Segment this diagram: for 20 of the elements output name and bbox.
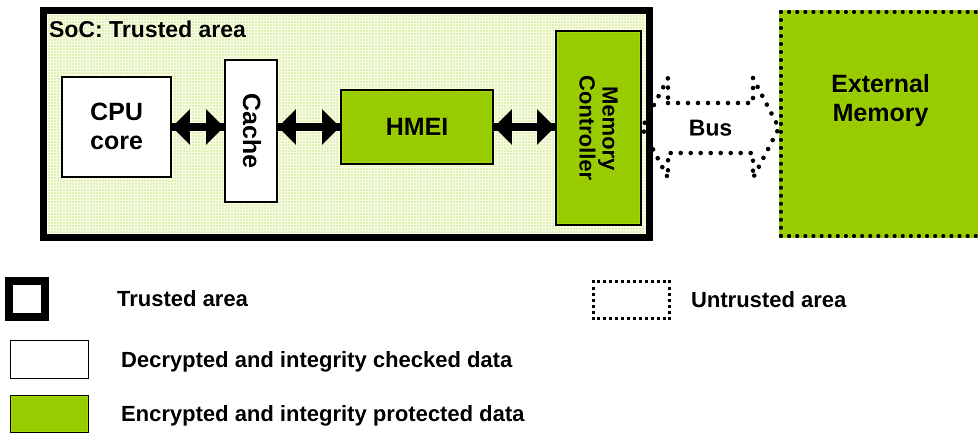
node-label: External Memory [830, 70, 931, 128]
double-arrow [172, 109, 224, 145]
legend-label: Encrypted and integrity protected data [121, 401, 524, 427]
legend-label: Decrypted and integrity checked data [121, 346, 512, 372]
node-label: Memory Controller [575, 74, 622, 183]
node-label: CPU core [89, 98, 144, 156]
double-arrow [494, 109, 555, 145]
trusted-area-region [40, 7, 653, 241]
node-label: Cache [238, 93, 264, 169]
component-box [555, 30, 642, 226]
double-arrow [278, 109, 340, 145]
component-box [340, 89, 494, 165]
region-title: SoC: Trusted area [49, 16, 246, 43]
node-label: HMEI [386, 112, 448, 142]
bus-arrow [639, 76, 782, 180]
component-box [224, 59, 278, 203]
component-box [61, 76, 172, 178]
legend-label: Untrusted area [691, 287, 846, 313]
memory-box [779, 10, 978, 238]
legend-label: Trusted area [117, 286, 248, 312]
